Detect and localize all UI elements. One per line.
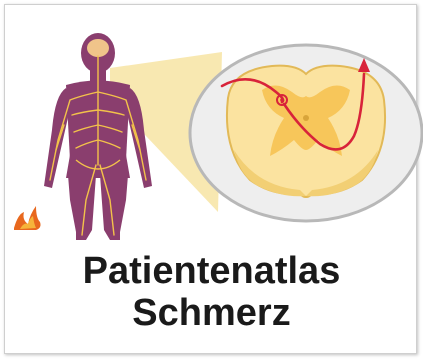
book-title: Patientenatlas Schmerz [0, 250, 423, 334]
illustration [0, 0, 423, 245]
title-line-1: Patientenatlas [0, 250, 423, 292]
title-line-2: Schmerz [0, 292, 423, 334]
human-body-nervous-system-icon [44, 33, 152, 240]
fire-pain-icon [14, 206, 41, 230]
